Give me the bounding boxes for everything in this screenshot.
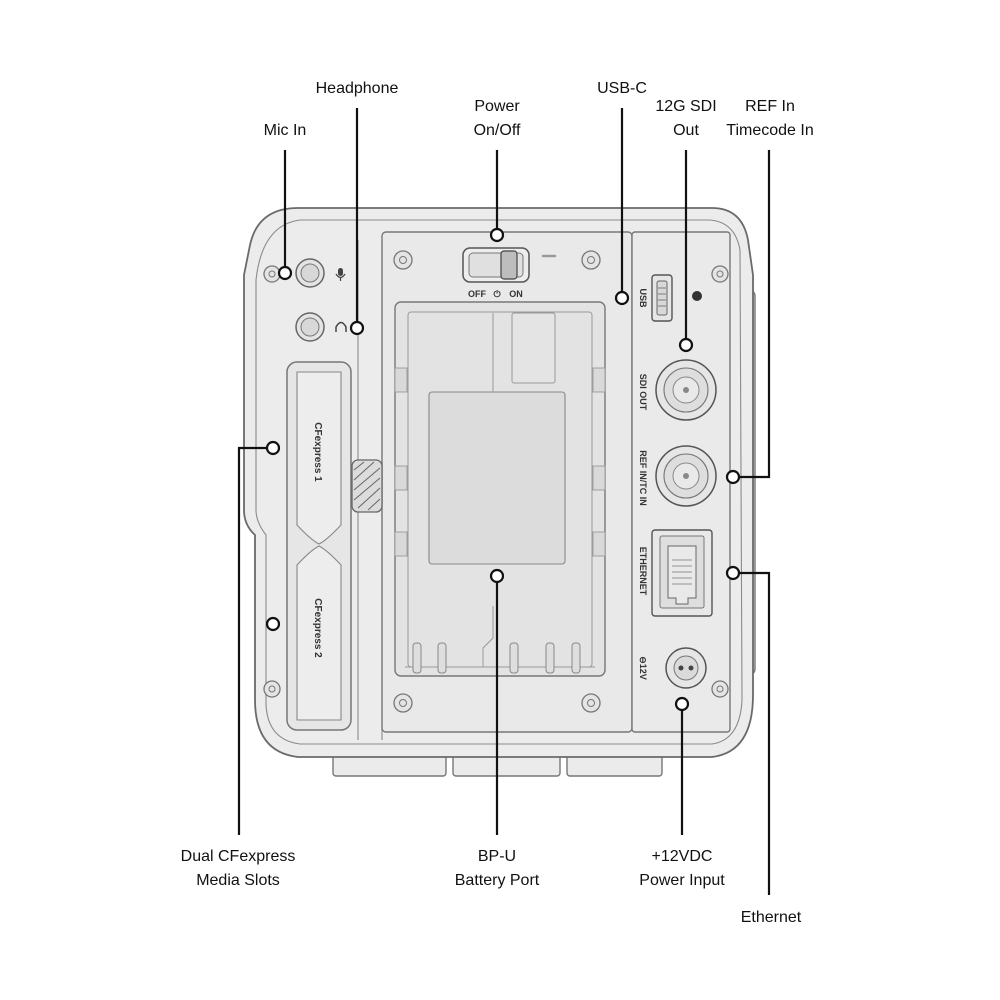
ref-in-bnc-connector[interactable] — [655, 445, 717, 507]
usb-c-dot — [614, 290, 630, 306]
battery-port-callout-line2: Battery Port — [455, 872, 540, 889]
sdi-out-callout-line1: 12G SDI — [655, 98, 716, 115]
dc-power-connector[interactable] — [665, 647, 707, 689]
dc-12v-label: ⊖12V — [638, 656, 648, 680]
grip-pad — [351, 459, 383, 513]
switch-on-label: ON — [509, 289, 523, 299]
media-slots-callout-line1: Dual CFexpress — [181, 848, 296, 865]
cfexpress-1-dot — [265, 440, 281, 456]
ethernet-port[interactable] — [651, 529, 713, 617]
ref-in-callout-line1: REF In — [745, 98, 795, 115]
headphone-jack[interactable] — [295, 312, 325, 342]
ref-in-callout-line2: Timecode In — [726, 122, 813, 139]
media-slots-callout-line2: Media Slots — [196, 872, 280, 889]
switch-off-label: OFF — [468, 289, 486, 299]
usb-c-port[interactable] — [651, 274, 673, 322]
media-slots-leader — [237, 446, 267, 835]
cfexpress-slot-2-door[interactable] — [296, 545, 342, 721]
screws — [263, 250, 729, 713]
dc-power-dot — [674, 696, 690, 712]
power-switch-dot — [489, 227, 505, 243]
power-input-callout-line1: +12VDC — [652, 848, 713, 865]
ref-in-leader — [739, 150, 771, 479]
ethernet-leader — [739, 571, 771, 895]
ref-in-tc-in-label: REF IN/TC IN — [638, 450, 648, 506]
ethernet-panel-label: ETHERNET — [638, 547, 648, 596]
bp-u-battery-port[interactable] — [394, 301, 606, 677]
switch-power-symbol: ⏻ — [493, 289, 501, 299]
screw-icon — [393, 693, 413, 713]
sdi-out-label: SDI OUT — [638, 374, 648, 411]
power-input-callout-line2: Power Input — [639, 872, 725, 889]
sdi-out-dot — [678, 337, 694, 353]
media-slots: CFexpress 1 CFexpress 2 — [286, 361, 352, 731]
screw-icon — [393, 250, 413, 270]
screw-icon — [263, 680, 281, 698]
ref-in-dot — [725, 469, 741, 485]
cfexpress-2-label: CFexpress 2 — [312, 598, 323, 658]
cfexpress-2-dot — [265, 616, 281, 632]
screw-icon — [263, 265, 281, 283]
microphone-icon — [335, 268, 346, 281]
tally-indicator — [692, 291, 702, 301]
cfexpress-1-label: CFexpress 1 — [312, 422, 323, 482]
ethernet-dot — [725, 565, 741, 581]
screw-icon — [711, 265, 729, 283]
power-callout-line1: Power — [474, 98, 520, 115]
inner-contour — [255, 219, 743, 745]
power-switch[interactable] — [462, 247, 530, 283]
usb-c-callout: USB-C — [597, 80, 647, 97]
usb-label: USB — [638, 288, 648, 308]
leader-dots — [265, 227, 741, 712]
headphone-callout: Headphone — [316, 80, 399, 97]
screw-icon — [711, 680, 729, 698]
headphone-dot — [349, 320, 365, 336]
battery-port-callout-line1: BP-U — [478, 848, 516, 865]
ethernet-callout: Ethernet — [741, 909, 802, 926]
sdi-out-callout-line2: Out — [673, 122, 699, 139]
cfexpress-slot-1-door[interactable] — [296, 371, 342, 545]
mic-in-callout: Mic In — [264, 122, 307, 139]
mic-in-dot — [277, 265, 293, 281]
callout-labels: Mic In Headphone Power On/Off USB-C 12G … — [181, 80, 814, 926]
mic-in-jack[interactable] — [295, 258, 325, 288]
screw-icon — [581, 250, 601, 270]
sdi-out-bnc-connector[interactable] — [655, 359, 717, 421]
battery-port-dot — [489, 568, 505, 584]
screw-icon — [581, 693, 601, 713]
power-callout-line2: On/Off — [474, 122, 521, 139]
leader-lines — [237, 108, 771, 895]
headphone-icon — [335, 321, 347, 332]
